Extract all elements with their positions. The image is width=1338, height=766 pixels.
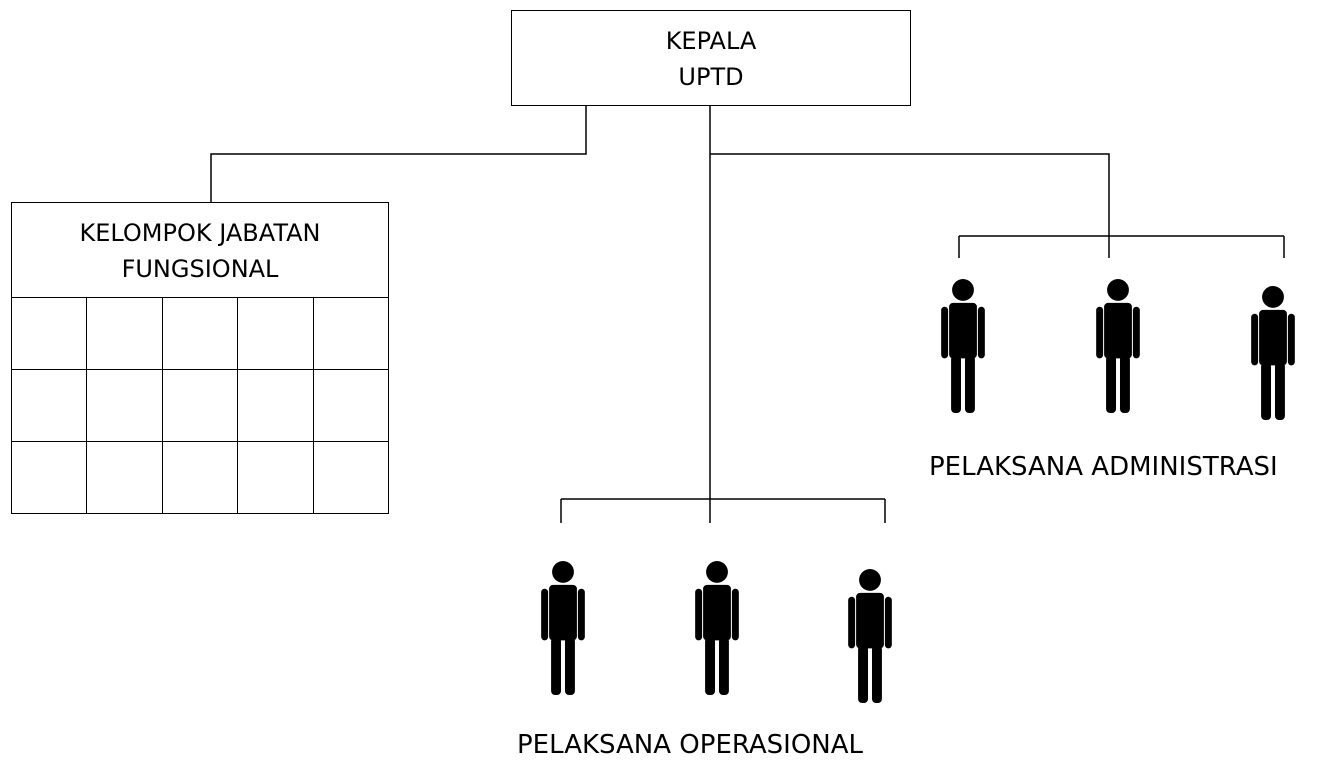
functional-group-grid	[10, 297, 390, 514]
person-icon	[1095, 278, 1141, 413]
person-icon	[940, 278, 986, 413]
grid-cell	[10, 441, 88, 514]
grid-cell	[237, 297, 314, 370]
functional-group-line1: KELOMPOK JABATAN	[79, 219, 321, 247]
functional-group-header: KELOMPOK JABATAN FUNGSIONAL	[11, 202, 389, 298]
person-icon	[540, 560, 586, 695]
grid-cell	[161, 441, 239, 514]
head-title-line1: KEPALA	[665, 27, 757, 55]
person-icon	[1250, 285, 1296, 420]
grid-cell	[10, 297, 88, 370]
grid-cell	[86, 441, 163, 514]
grid-row	[10, 441, 390, 514]
grid-cell	[86, 369, 163, 442]
administration-label: PELAKSANA ADMINISTRASI	[929, 452, 1278, 482]
grid-cell	[86, 297, 163, 370]
head-box: KEPALA UPTD	[511, 10, 911, 106]
grid-cell	[10, 369, 88, 442]
grid-cell	[312, 297, 390, 370]
grid-cell	[237, 369, 314, 442]
grid-row	[10, 369, 390, 442]
head-title-line2: UPTD	[678, 63, 744, 91]
grid-cell	[237, 441, 314, 514]
grid-cell	[312, 441, 390, 514]
grid-cell	[161, 297, 239, 370]
functional-group-line2: FUNGSIONAL	[121, 255, 279, 283]
grid-cell	[312, 369, 390, 442]
grid-cell	[161, 369, 239, 442]
grid-row	[10, 297, 390, 370]
person-icon	[694, 560, 740, 695]
person-icon	[847, 568, 893, 703]
operational-label: PELAKSANA OPERASIONAL	[517, 730, 864, 760]
